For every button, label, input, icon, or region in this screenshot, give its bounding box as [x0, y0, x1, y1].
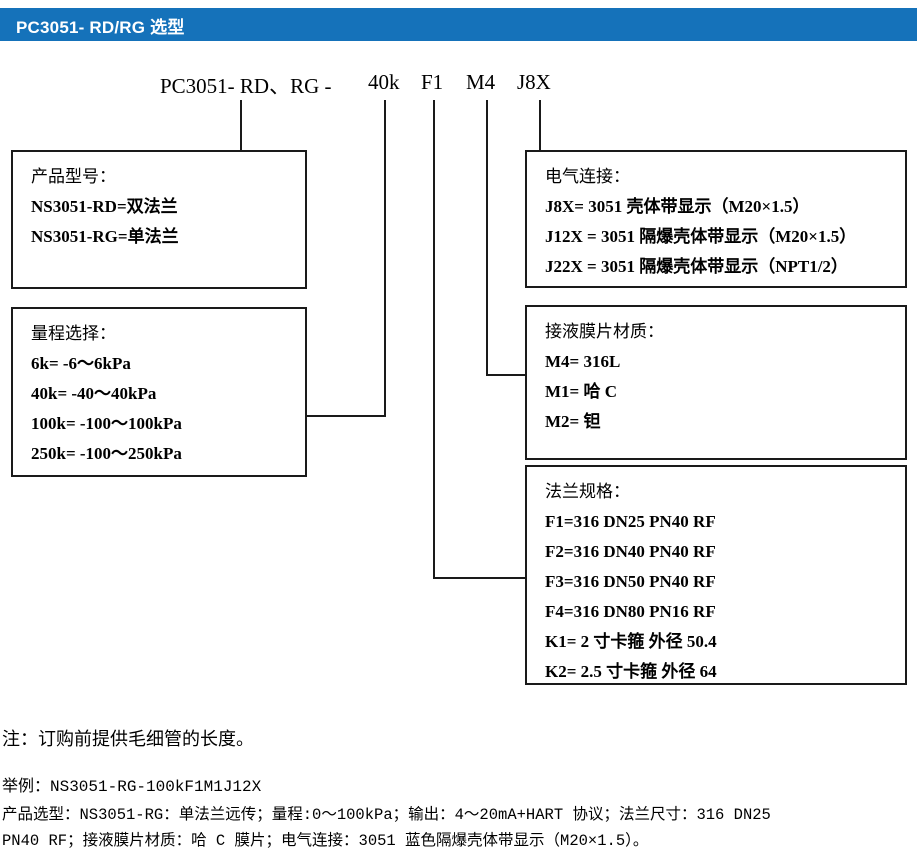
- electrical-connection-item: J8X= 3051 壳体带显示（M20×1.5）: [545, 197, 810, 216]
- footer-selection-line: PN40 RF；接液膜片材质：哈 C 膜片；电气连接：3051 蓝色隔爆壳体带显…: [2, 832, 649, 850]
- range-selection-title: 量程选择：: [31, 324, 116, 343]
- product-model-item: NS3051-RD=双法兰: [31, 197, 178, 216]
- electrical-connection-box: 电气连接： J8X= 3051 壳体带显示（M20×1.5） J12X = 30…: [525, 150, 907, 288]
- leader-range: [307, 100, 387, 418]
- electrical-connection-item: J12X = 3051 隔爆壳体带显示（M20×1.5）: [545, 227, 857, 246]
- model-code-diaphragm: M4: [466, 70, 496, 94]
- footer-example-label: 举例：NS3051-RG-100kF1M1J12X: [2, 778, 262, 796]
- flange-specification-item: F3=316 DN50 PN40 RF: [545, 572, 716, 591]
- diaphragm-material-item: M1= 哈 C: [545, 382, 618, 401]
- product-model-title: 产品型号：: [31, 167, 116, 186]
- flange-specification-title: 法兰规格：: [545, 482, 630, 501]
- diaphragm-material-item: M2= 钽: [545, 412, 601, 431]
- model-code-line: PC3051- RD、RG - 40k F1 M4 J8X: [0, 70, 917, 98]
- product-model-box: 产品型号： NS3051-RD=双法兰 NS3051-RG=单法兰: [11, 150, 307, 289]
- flange-specification-box: 法兰规格： F1=316 DN25 PN40 RF F2=316 DN40 PN…: [525, 465, 907, 685]
- footer-selection-line: 产品选型：NS3051-RG：单法兰远传；量程:0～100kPa；输出：4～20…: [2, 806, 771, 824]
- range-selection-item: 100k= -100～100kPa: [31, 414, 182, 433]
- flange-specification-item: F4=316 DN80 PN16 RF: [545, 602, 716, 621]
- flange-specification-item: K2= 2.5 寸卡箍 外径 64: [545, 662, 717, 681]
- range-selection-item: 250k= -100～250kPa: [31, 444, 182, 463]
- model-code-range: 40k: [368, 70, 400, 94]
- model-code-electrical: J8X: [517, 70, 551, 94]
- model-code-flange: F1: [421, 70, 444, 94]
- flange-specification-item: F2=316 DN40 PN40 RF: [545, 542, 716, 561]
- model-code-base: PC3051- RD、RG -: [160, 74, 332, 98]
- range-selection-item: 6k= -6～6kPa: [31, 354, 131, 373]
- diaphragm-material-title: 接液膜片材质：: [545, 322, 664, 341]
- page-title: PC3051- RD/RG 选型: [16, 18, 185, 37]
- leader-diaphragm: [485, 100, 525, 377]
- flange-specification-item: K1= 2 寸卡箍 外径 50.4: [545, 632, 717, 651]
- range-selection-box: 量程选择： 6k= -6～6kPa 40k= -40～40kPa 100k= -…: [11, 307, 307, 477]
- range-selection-item: 40k= -40～40kPa: [31, 384, 157, 403]
- flange-specification-item: F1=316 DN25 PN40 RF: [545, 512, 716, 531]
- product-model-item: NS3051-RG=单法兰: [31, 227, 179, 246]
- electrical-connection-item: J22X = 3051 隔爆壳体带显示（NPT1/2）: [545, 257, 848, 276]
- page-header-bar: PC3051- RD/RG 选型: [0, 8, 917, 41]
- footer-note: 注：订购前提供毛细管的长度。: [2, 729, 254, 749]
- electrical-connection-title: 电气连接：: [545, 167, 630, 186]
- leader-flange: [432, 100, 525, 580]
- diaphragm-material-box: 接液膜片材质： M4= 316L M1= 哈 C M2= 钽: [525, 305, 907, 460]
- diaphragm-material-item: M4= 316L: [545, 352, 621, 371]
